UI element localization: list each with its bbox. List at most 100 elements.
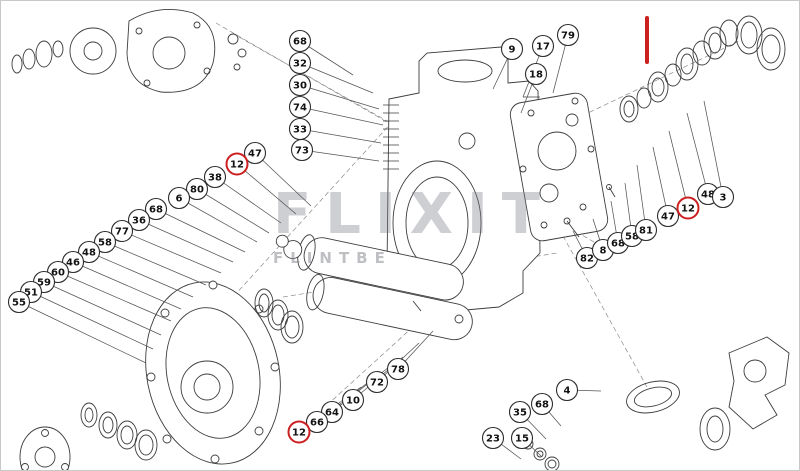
artwork-shape	[203, 67, 211, 75]
leader-line	[299, 128, 382, 144]
leader-line	[178, 197, 258, 243]
callout-circle[interactable]	[711, 185, 735, 209]
callout-number: 68	[535, 400, 549, 411]
callout-81[interactable]: 81	[634, 218, 658, 242]
artwork-shape	[146, 372, 156, 382]
callout-33[interactable]: 33	[288, 117, 312, 141]
callout-73[interactable]: 73	[290, 138, 314, 162]
artwork-shape	[626, 380, 680, 414]
artwork-shape	[126, 8, 216, 93]
artwork-shape	[306, 274, 325, 311]
callout-12-highlighted[interactable]: 12	[676, 196, 700, 220]
artwork-shape	[706, 415, 724, 443]
artwork-shape	[623, 100, 635, 118]
callout-36[interactable]: 36	[127, 208, 151, 232]
callout-30[interactable]: 30	[288, 73, 312, 97]
artwork-shape	[143, 79, 151, 87]
artwork-shape	[533, 447, 547, 461]
callout-48[interactable]: 48	[77, 240, 101, 264]
callout-12-highlighted[interactable]: 12	[225, 152, 249, 176]
callout-66[interactable]: 66	[305, 410, 329, 434]
artwork-shape	[383, 104, 399, 170]
callout-circle[interactable]	[386, 357, 410, 381]
callout-circle[interactable]	[127, 208, 151, 232]
callout-circle[interactable]	[508, 400, 532, 424]
callout-circle[interactable]	[93, 230, 117, 254]
callout-4[interactable]: 4	[555, 378, 579, 402]
callout-circle[interactable]	[530, 392, 554, 416]
callout-74[interactable]: 74	[288, 95, 312, 119]
leader-line	[155, 208, 246, 253]
callout-9[interactable]: 9	[500, 37, 524, 61]
callout-68[interactable]: 68	[530, 392, 554, 416]
callout-circle[interactable]	[510, 426, 534, 450]
callout-55[interactable]: 55	[7, 290, 31, 314]
callout-circle[interactable]	[225, 152, 249, 176]
callout-number: 64	[325, 408, 339, 419]
callout-number: 74	[293, 103, 307, 114]
callout-12-highlighted[interactable]: 12	[287, 420, 311, 444]
callout-79[interactable]: 79	[556, 23, 580, 47]
callout-3[interactable]: 3	[711, 185, 735, 209]
artwork-shape	[21, 463, 29, 470]
callout-38[interactable]: 38	[203, 165, 227, 189]
callout-77[interactable]: 77	[110, 219, 134, 243]
callout-17[interactable]: 17	[531, 34, 555, 58]
callout-78[interactable]: 78	[386, 357, 410, 381]
callout-18[interactable]: 18	[524, 62, 548, 86]
callout-circle[interactable]	[676, 196, 700, 220]
callout-circle[interactable]	[500, 37, 524, 61]
artwork-shape	[312, 277, 473, 341]
callout-number: 47	[661, 212, 675, 223]
callout-circle[interactable]	[365, 370, 389, 394]
callout-circle[interactable]	[531, 34, 555, 58]
callout-58[interactable]: 58	[93, 230, 117, 254]
callout-10[interactable]: 10	[341, 388, 365, 412]
callout-circle[interactable]	[290, 138, 314, 162]
callout-47[interactable]: 47	[243, 141, 267, 165]
callout-circle[interactable]	[656, 204, 680, 228]
callout-circle[interactable]	[110, 219, 134, 243]
callout-number: 10	[346, 396, 360, 407]
callout-number: 72	[370, 378, 384, 389]
callout-47[interactable]: 47	[656, 204, 680, 228]
callout-circle[interactable]	[288, 95, 312, 119]
callout-circle[interactable]	[481, 426, 505, 450]
callout-23[interactable]: 23	[481, 426, 505, 450]
callout-circle[interactable]	[305, 410, 329, 434]
callout-number: 15	[515, 434, 529, 445]
callout-32[interactable]: 32	[288, 51, 312, 75]
callout-80[interactable]: 80	[185, 177, 209, 201]
callout-circle[interactable]	[77, 240, 101, 264]
artwork-shape	[145, 281, 281, 465]
callout-circle[interactable]	[288, 73, 312, 97]
callout-circle[interactable]	[524, 62, 548, 86]
artwork-shape	[651, 77, 665, 97]
callout-68[interactable]: 68	[144, 197, 168, 221]
artwork-shape	[756, 27, 786, 71]
callout-35[interactable]: 35	[508, 400, 532, 424]
callout-circle[interactable]	[634, 218, 658, 242]
callout-circle[interactable]	[341, 388, 365, 412]
artwork-shape	[619, 95, 639, 123]
callout-6[interactable]: 6	[167, 186, 191, 210]
artwork-shape	[145, 281, 281, 465]
artwork-shape	[116, 420, 138, 450]
callout-72[interactable]: 72	[365, 370, 389, 394]
callout-circle[interactable]	[243, 141, 267, 165]
callout-circle[interactable]	[144, 197, 168, 221]
callout-circle[interactable]	[7, 290, 31, 314]
callout-number: 47	[248, 149, 262, 160]
callout-15[interactable]: 15	[510, 426, 534, 450]
callout-68[interactable]: 68	[288, 29, 312, 53]
callout-circle[interactable]	[288, 51, 312, 75]
callout-circle[interactable]	[288, 29, 312, 53]
callout-circle[interactable]	[203, 165, 227, 189]
callout-circle[interactable]	[287, 420, 311, 444]
callout-circle[interactable]	[185, 177, 209, 201]
callout-circle[interactable]	[556, 23, 580, 47]
callout-circle[interactable]	[167, 186, 191, 210]
callout-circle[interactable]	[555, 378, 579, 402]
